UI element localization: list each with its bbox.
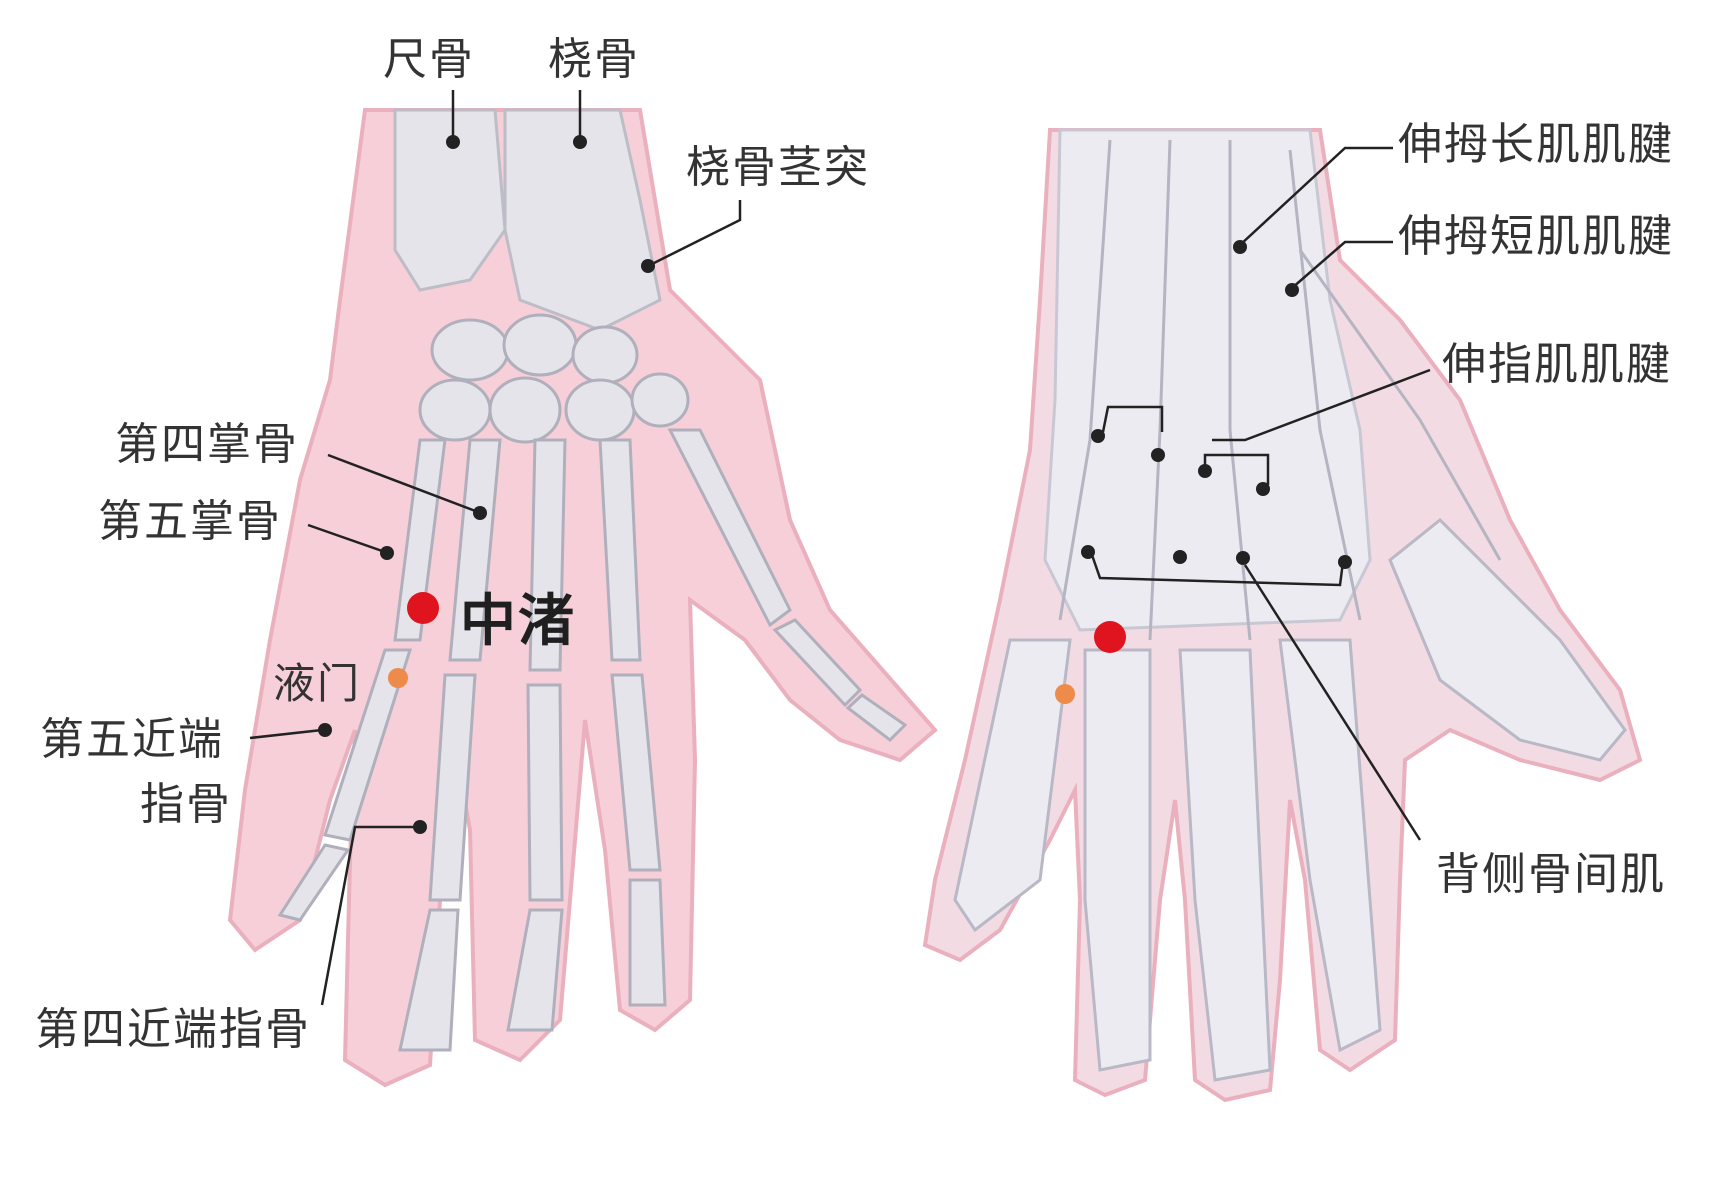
zhongzhu-point-marker-back	[1094, 621, 1126, 653]
extensor-tendon-strands	[1058, 139, 1502, 641]
zhongzhu-label: 中渚	[460, 589, 576, 654]
fifth-proximal-label-line2: 指骨	[140, 779, 232, 830]
left-hand-skeleton	[227, 108, 938, 1088]
radial-styloid-label: 桡骨茎突	[686, 142, 870, 193]
dorsal-fingers	[953, 517, 1627, 1082]
phalanx-bones	[277, 618, 908, 1052]
radius-bone	[503, 108, 662, 332]
fifth-proximal-label-line1: 第五近端	[40, 714, 224, 765]
ed-tendon-label: 伸指肌肌腱	[1442, 339, 1672, 390]
leader-dots	[318, 135, 1352, 834]
fourth-proximal-label: 第四近端指骨	[35, 1004, 311, 1055]
carpal-bones	[418, 313, 690, 444]
fifth-metacarpal-label: 第五掌骨	[98, 496, 282, 547]
left-hand-silhouette	[227, 108, 938, 1088]
ulna-label: 尺骨	[383, 34, 475, 85]
ulna-bone	[393, 108, 507, 292]
metacarpal-bones	[393, 428, 792, 672]
yemen-label: 液门	[273, 659, 362, 708]
zhongzhu-point-marker	[407, 592, 439, 624]
radius-label: 桡骨	[548, 34, 640, 85]
epb-tendon-label: 伸拇短肌肌腱	[1398, 211, 1674, 262]
epl-tendon-label: 伸拇长肌肌腱	[1398, 119, 1674, 170]
right-hand-dorsal	[922, 128, 1643, 1103]
dorsal-interossei-label: 背侧骨间肌	[1436, 849, 1666, 900]
yemen-point-marker-back	[1055, 684, 1075, 704]
fourth-metacarpal-label: 第四掌骨	[115, 419, 299, 470]
yemen-point-marker	[388, 668, 408, 688]
